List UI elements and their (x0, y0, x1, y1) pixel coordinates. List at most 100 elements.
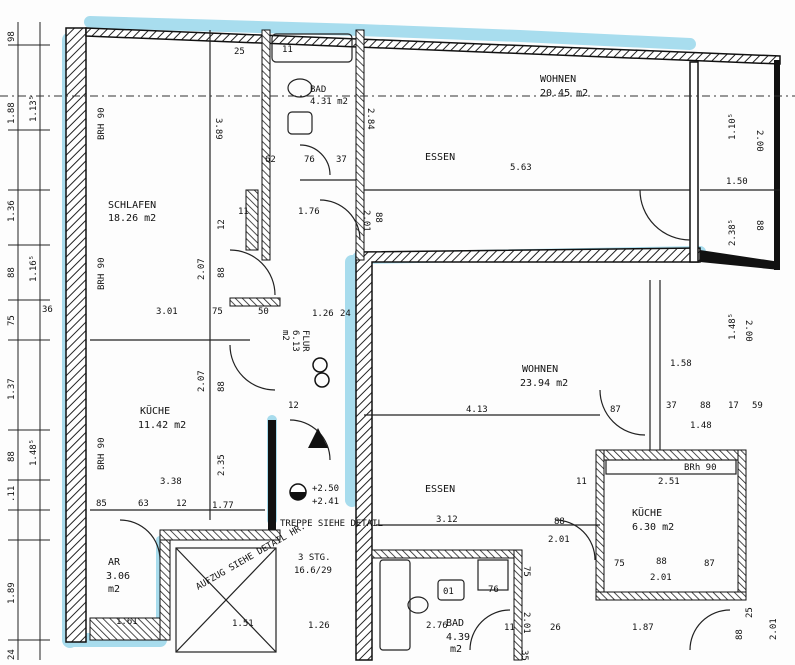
dim-37: 37 (336, 155, 347, 165)
dim-201d: 2.01 (521, 612, 531, 634)
shower-bottom (477, 559, 509, 591)
kitchen-counters (605, 459, 737, 475)
window-wall (689, 61, 699, 263)
dim-17: 17 (728, 401, 739, 411)
door-bad-bottom (469, 609, 511, 651)
room-ar-area: 3.06 (106, 571, 130, 582)
room-wohnen-mid-name: WOHNEN (522, 364, 558, 375)
dim-200a: 2.00 (754, 130, 764, 152)
door-kuche (229, 344, 276, 391)
sink-bottom (437, 579, 465, 601)
dim-276: 2.76 (426, 621, 448, 631)
left-dimension-labels: 98 1.88 1.13⁵ 1.36 88 1.16⁵ 75 1.37 88 1… (7, 31, 39, 660)
left-dim-4: 1.36 (7, 200, 17, 222)
left-dim-6: 1.16⁵ (29, 255, 39, 282)
room-labels: SCHLAFEN 18.26 m2 KÜCHE 11.42 m2 AR 3.06… (106, 74, 674, 655)
left-dim-3: 1.13⁵ (29, 95, 39, 122)
dim-207b: 2.07 (197, 370, 207, 392)
dim-11a: 11 (282, 45, 293, 55)
note-brh-4: BRh 90 (684, 463, 717, 473)
note-brh-1: BRH 90 (97, 107, 107, 140)
dim-200b: 2.00 (743, 320, 753, 342)
room-schlafen-name: SCHLAFEN (108, 200, 156, 211)
dim-251: 2.51 (658, 477, 680, 487)
room-flur-unit: m2 (280, 330, 290, 341)
dim-284: 2.84 (365, 108, 375, 130)
balcony-edge (700, 250, 780, 270)
kuche-north-wall (595, 449, 747, 461)
door-flur (319, 199, 361, 241)
room-kuche-right-area: 6.30 m2 (632, 522, 674, 533)
kuche-east-wall (737, 449, 747, 601)
dim-76b: 76 (488, 585, 499, 595)
dim-75b: 75 (614, 559, 625, 569)
note-stg-ratio: 16.6/29 (294, 566, 332, 576)
counter-right (605, 459, 737, 475)
dim-11d: 11 (504, 623, 515, 633)
room-bad-bottom-area: 4.39 (446, 632, 470, 643)
entrance-arrow-icon (308, 428, 328, 448)
left-dimension-chain (8, 22, 50, 660)
dim-413: 4.13 (466, 405, 488, 415)
bathtub-bottom (379, 559, 411, 651)
left-dim-10: 1.48⁵ (29, 439, 39, 466)
bad-bottom-north-wall (371, 549, 523, 559)
bath-fixtures (271, 33, 509, 651)
ar-north-wall (159, 529, 281, 541)
left-dim-1: 98 (7, 31, 17, 42)
west-wall (65, 27, 87, 643)
left-dim-11: .11 (7, 486, 17, 502)
left-dim-9: 88 (7, 451, 17, 462)
ar-east-wall (159, 529, 171, 641)
dim-201c: 2.01 (650, 573, 672, 583)
note-brh-2: BRH 90 (97, 257, 107, 290)
dim-50: 50 (258, 307, 269, 317)
room-kuche-right-name: KÜCHE (632, 506, 662, 519)
room-essen-mid-name: ESSEN (425, 484, 455, 495)
east-wall-upper (774, 60, 780, 270)
plan-notes: AUFZUG SIEHE DETAIL HR. TREPPE SIEHE DET… (97, 107, 717, 592)
dim-36: 36 (42, 305, 53, 315)
door-schlafen (229, 249, 276, 296)
left-dim-12: 1.89 (7, 582, 17, 604)
dim-87b: 87 (704, 559, 715, 569)
entrance-symbols (289, 357, 330, 501)
flur-circle-icon-2 (314, 372, 330, 388)
room-kuche-left-name: KÜCHE (140, 404, 170, 417)
dim-201a: 2.01 (361, 210, 371, 232)
dim-201b: 2.01 (548, 535, 570, 545)
note-level-2: +2.41 (312, 497, 339, 507)
dim-85: 85 (96, 499, 107, 509)
dim-301: 3.01 (156, 307, 178, 317)
toilet-bottom (407, 596, 429, 614)
door-balcony (639, 189, 691, 241)
dim-01: 01 (443, 587, 454, 597)
room-flur-area: 6.13 (290, 330, 300, 352)
note-stg: 3 STG. (298, 553, 331, 563)
flur-circle-icon-1 (312, 357, 328, 373)
door-kuche-right (554, 519, 596, 561)
dim-75c: 75 (521, 566, 531, 577)
room-bad-top-name: BAD (310, 85, 326, 95)
dim-1485: 1.48⁵ (728, 313, 738, 340)
door-swings (119, 144, 731, 651)
partition-lines (90, 30, 780, 526)
dim-75a: 75 (212, 307, 223, 317)
room-wohnen-top-area: 20.45 m2 (540, 88, 588, 99)
dim-161: 1.61 (116, 617, 138, 627)
dim-37b: 37 (666, 401, 677, 411)
dim-88a: 88 (373, 212, 383, 223)
dim-1105: 1.10⁵ (728, 113, 738, 140)
dim-2385: 2.38⁵ (728, 219, 738, 246)
room-schlafen-area: 18.26 m2 (108, 213, 156, 224)
left-dim-7: 75 (7, 315, 17, 326)
room-bad-top-area: 4.31 m2 (310, 97, 348, 107)
left-dim-5: 88 (7, 267, 17, 278)
dim-158: 1.58 (670, 359, 692, 369)
dim-87a: 87 (610, 405, 621, 415)
door-wohnen-mid (599, 389, 646, 436)
dim-88b: 88 (754, 220, 764, 231)
room-kuche-left-area: 11.42 m2 (138, 420, 186, 431)
left-dim-8: 1.37 (7, 378, 17, 400)
